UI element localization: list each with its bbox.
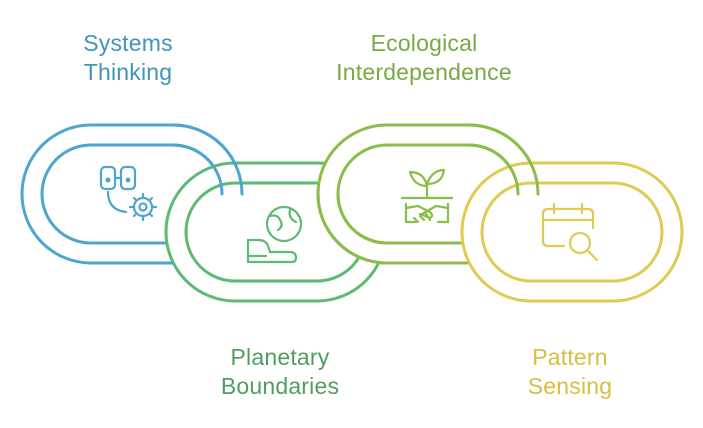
chain-interlock-olive-over-yellow [467, 123, 540, 196]
chain-link-pattern [460, 161, 684, 303]
label-planetary-line-1: Planetary [230, 344, 330, 370]
label-systems-line-2: Thinking [83, 59, 173, 85]
label-pattern-line-2: Sensing [527, 373, 613, 399]
calendar-search-icon [541, 202, 599, 262]
label-systems-thinking: Systems Thinking [48, 29, 208, 87]
label-pattern-sensing: Pattern Sensing [495, 343, 645, 401]
label-planetary-boundaries: Planetary Boundaries [195, 343, 365, 401]
connected-systems-gear-icon [99, 165, 158, 222]
label-systems-line-1: Systems [83, 30, 173, 56]
label-pattern-line-1: Pattern [532, 344, 608, 370]
label-ecological-line-1: Ecological [370, 30, 478, 56]
label-ecological-interdependence: Ecological Interdependence [294, 29, 554, 87]
sprout-handshake-icon [400, 168, 454, 224]
label-planetary-line-2: Boundaries [220, 373, 340, 399]
chain-interlock-olive-over-green [316, 192, 389, 265]
globe-hand-icon [246, 205, 303, 264]
label-ecological-line-2: Interdependence [336, 59, 512, 85]
chain-interlock-blue-over-green [171, 123, 244, 196]
